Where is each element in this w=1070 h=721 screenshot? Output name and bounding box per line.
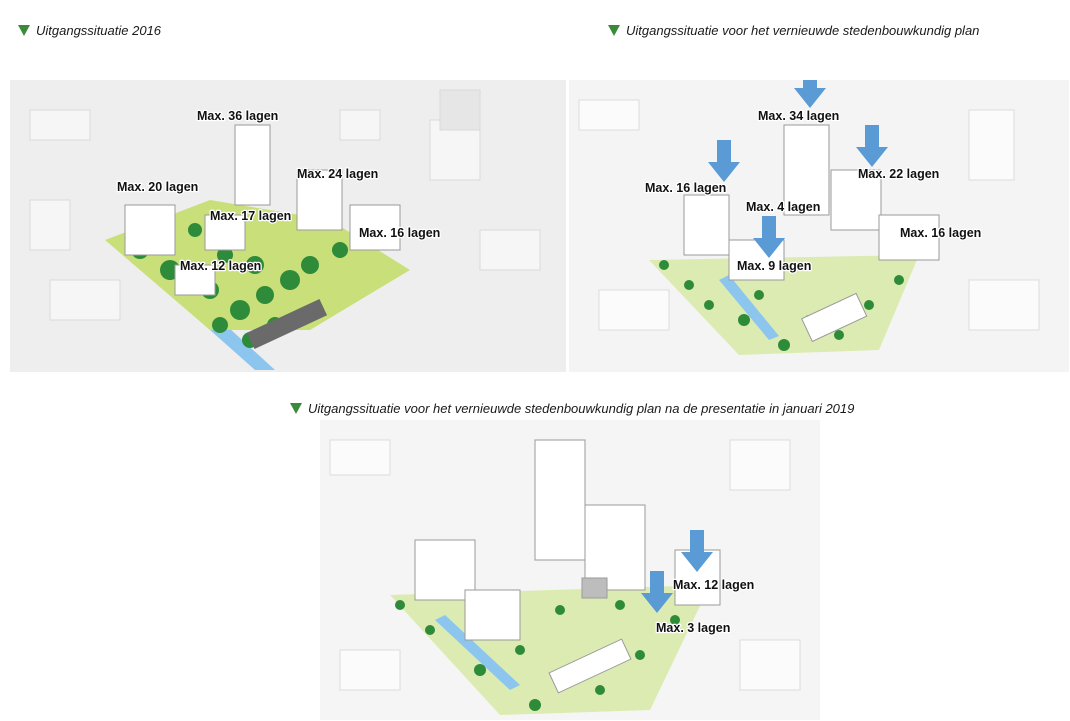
caption-text: Uitgangssituatie 2016	[36, 23, 162, 38]
height-label: Max. 24 lagen	[297, 167, 378, 181]
height-label: Max. 20 lagen	[117, 180, 198, 194]
caption-2019: Uitgangssituatie voor het vernieuwde ste…	[290, 401, 854, 416]
height-label: Max. 16 lagen	[900, 226, 981, 240]
height-label: Max. 34 lagen	[758, 109, 839, 123]
lawn	[649, 255, 919, 355]
down-arrow-icon	[641, 571, 673, 613]
caption-text: Uitgangssituatie voor het vernieuwde ste…	[308, 401, 855, 416]
height-label: Max. 22 lagen	[858, 167, 939, 181]
caption-text: Uitgangssituatie voor het vernieuwde ste…	[626, 23, 980, 38]
height-label: Max. 16 lagen	[645, 181, 726, 195]
caption-plan: Uitgangssituatie voor het vernieuwde ste…	[608, 23, 979, 38]
height-label: Max. 16 lagen	[359, 226, 440, 240]
height-label: Max. 4 lagen	[746, 200, 820, 214]
caption-2016: Uitgangssituatie 2016	[18, 23, 161, 38]
height-label: Max. 9 lagen	[737, 259, 811, 273]
height-label: Max. 12 lagen	[180, 259, 261, 273]
height-label: Max. 3 lagen	[656, 621, 730, 635]
down-arrow-icon	[753, 216, 785, 258]
down-arrow-icon	[856, 125, 888, 167]
down-arrow-icon	[794, 80, 826, 108]
triangle-bullet-icon	[608, 25, 620, 36]
triangle-bullet-icon	[290, 403, 302, 414]
tower-36	[234, 124, 271, 206]
height-label: Max. 12 lagen	[673, 578, 754, 592]
height-label: Max. 36 lagen	[197, 109, 278, 123]
canal	[719, 275, 779, 340]
down-arrow-icon	[681, 530, 713, 572]
canal	[435, 615, 520, 690]
height-label: Max. 17 lagen	[210, 209, 291, 223]
triangle-bullet-icon	[18, 25, 30, 36]
down-arrow-icon	[708, 140, 740, 182]
